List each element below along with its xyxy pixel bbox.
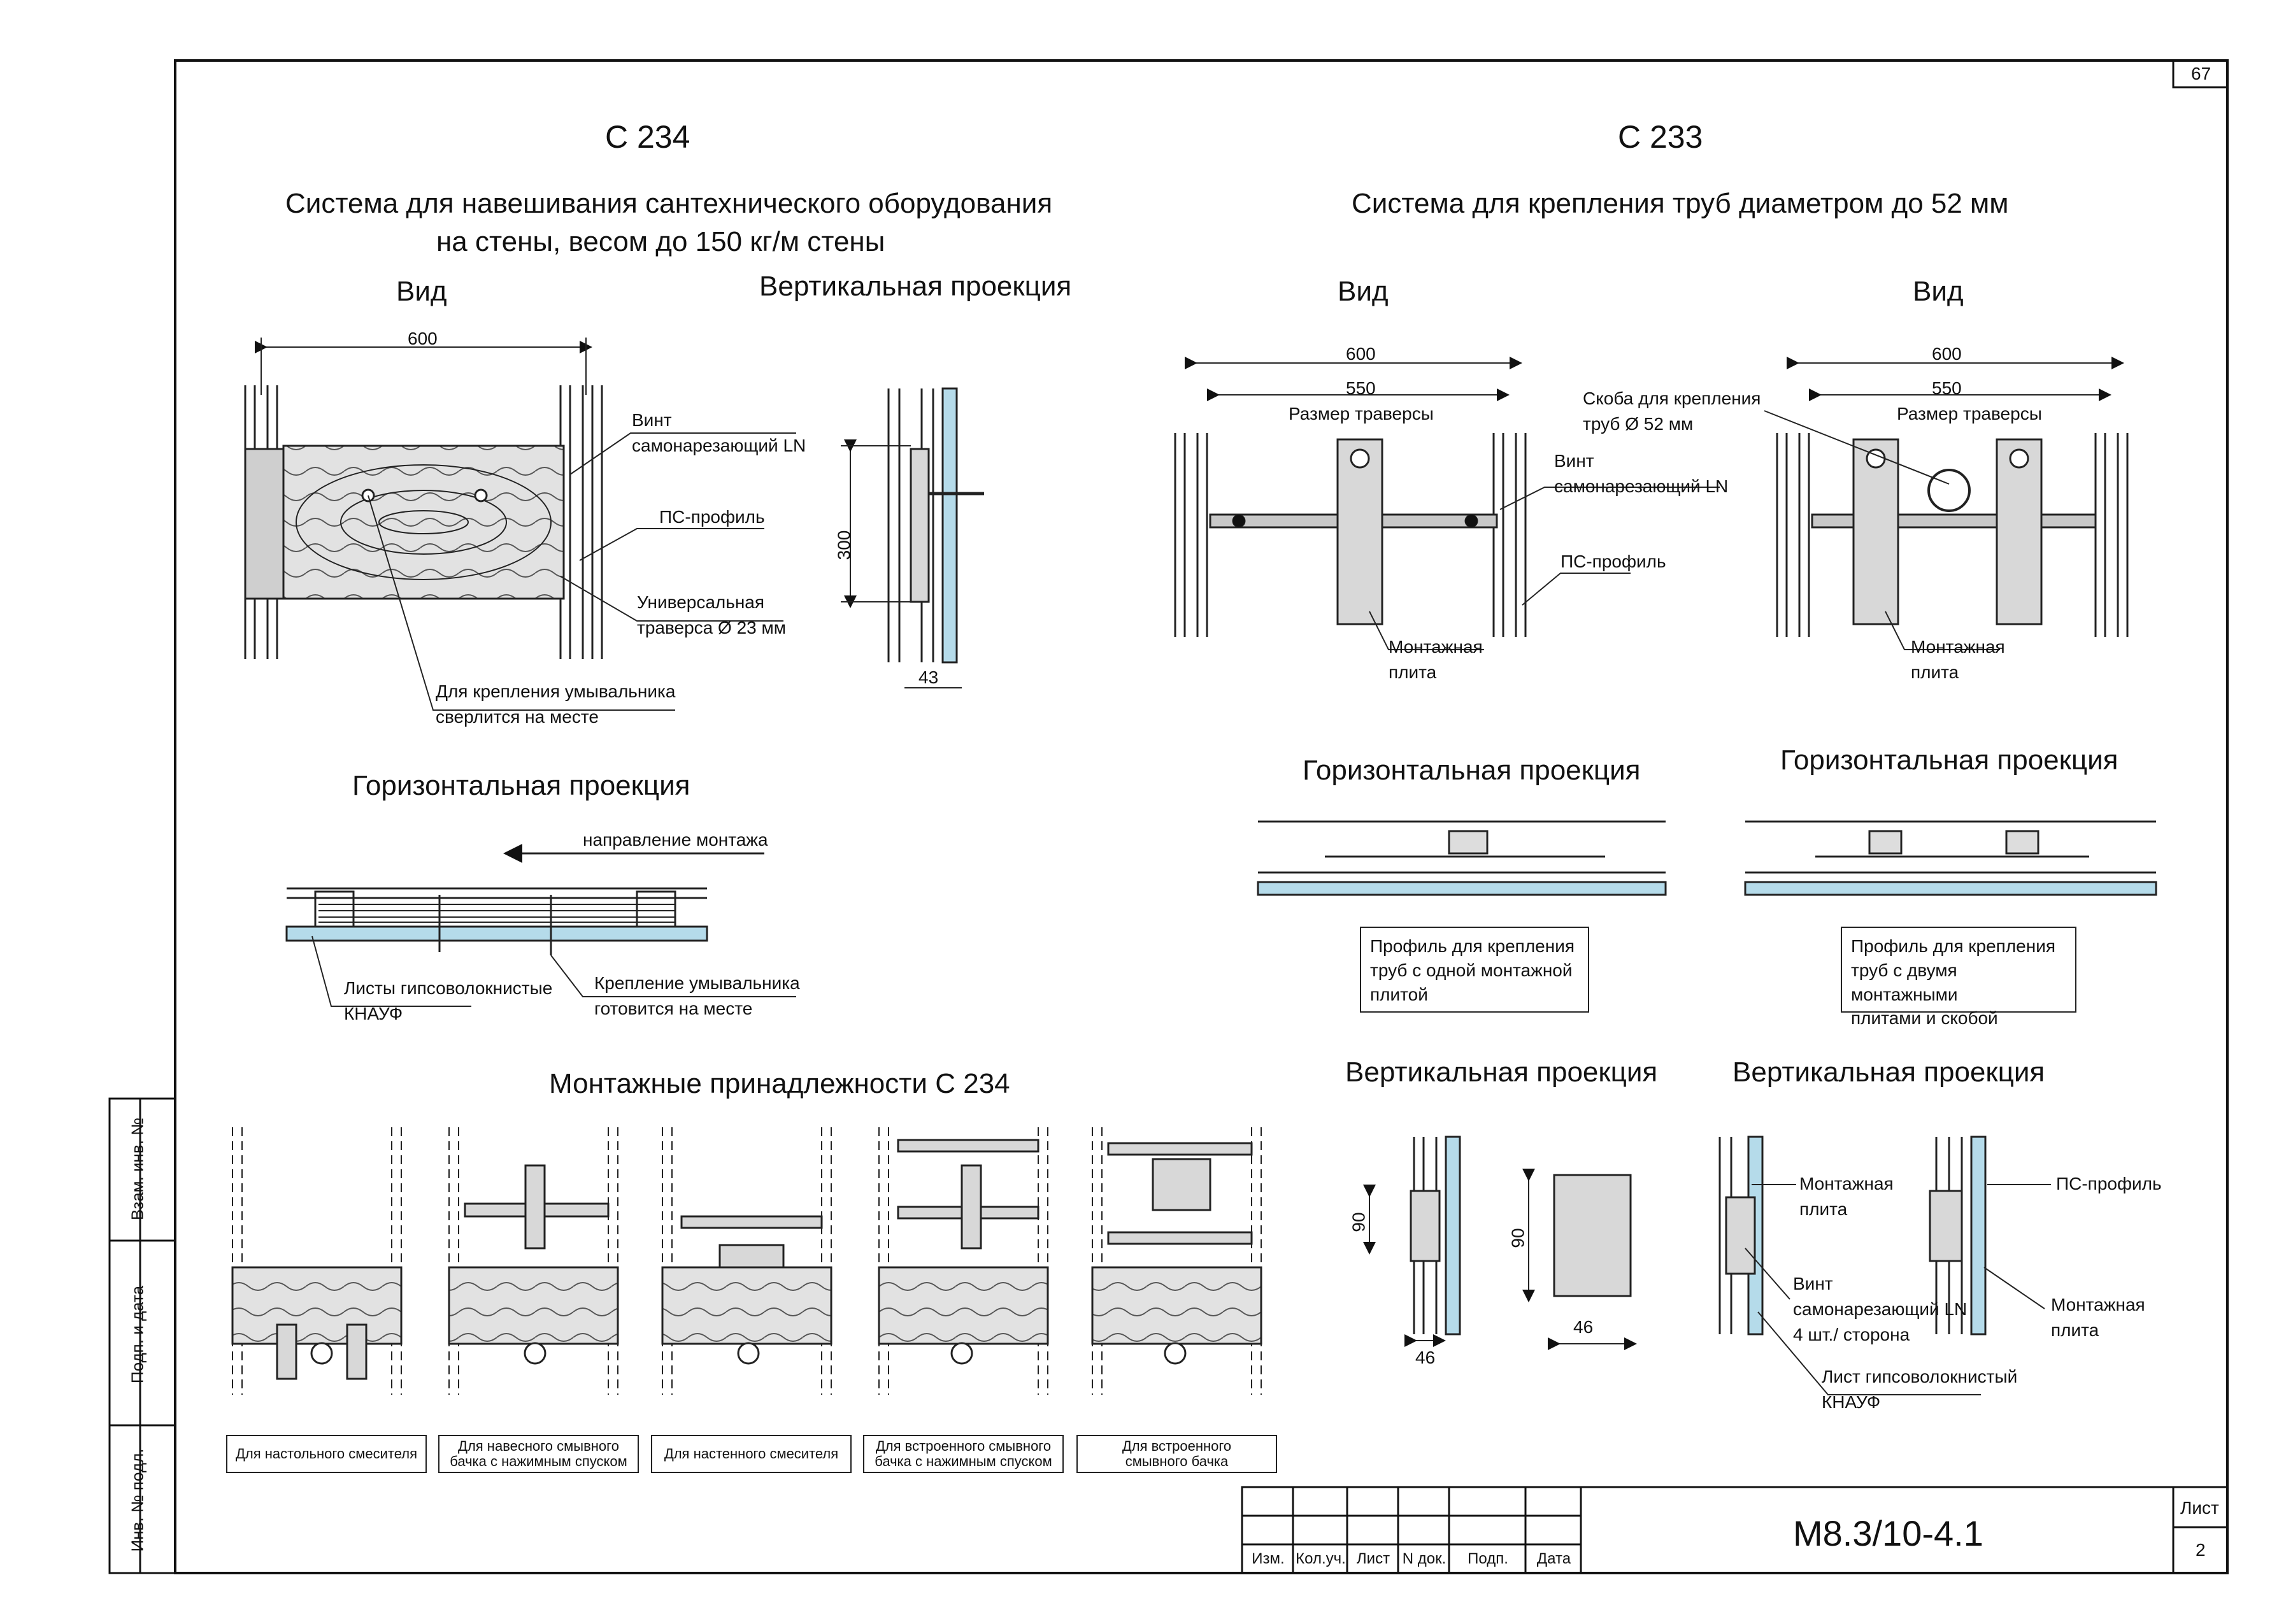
sheets-label-1: Листы гипсоволокнистые <box>344 978 553 998</box>
c234-view-drawing <box>244 338 796 711</box>
c233-v2-dim-550: 550 <box>1932 378 1962 398</box>
c234-view-title: Вид <box>396 276 447 307</box>
c233-v1-plate-1: Монтажная <box>1389 637 1483 657</box>
accessories-title: Монтажные принадлежности С 234 <box>549 1068 1010 1099</box>
page-number: 67 <box>2191 64 2211 83</box>
c233-dim-46-a: 46 <box>1415 1348 1436 1367</box>
c233-vp-plate-2: плита <box>1799 1199 1848 1219</box>
c233-horizontal-projections <box>1257 820 2157 896</box>
sheets-label-2: КНАУФ <box>344 1004 403 1023</box>
c234-label-basin-1: Для крепления умывальника <box>436 681 676 701</box>
drawing-code: М8.3/10-4.1 <box>1793 1513 1983 1553</box>
c234-label-traverse-2: траверса Ø 23 мм <box>637 618 787 637</box>
c234-vertical-title: Вертикальная проекция <box>759 271 1072 302</box>
c233-vertical-title-1: Вертикальная проекция <box>1345 1057 1658 1088</box>
stamp-replace-inv: Взам. инв. № <box>127 1117 147 1221</box>
c233-v2-traverse-size: Размер траверсы <box>1897 404 2042 424</box>
accessory-caption-5: Для встроенного смывного бачка <box>1076 1435 1277 1473</box>
tb-header-izm: Изм. <box>1252 1550 1285 1567</box>
c234-desc-2: на стены, весом до 150 кг/м стены <box>436 226 885 257</box>
c233-vp-plate-1: Монтажная <box>1799 1174 1894 1193</box>
sheet-frame <box>108 59 2229 1574</box>
accessory-caption-3: Для настенного смесителя <box>651 1435 852 1473</box>
c233-view-2-drawing <box>1764 357 2129 650</box>
c233-bracket-2: труб Ø 52 мм <box>1583 414 1694 434</box>
c234-dim-300: 300 <box>834 530 854 560</box>
c233-dim-90-b: 90 <box>1508 1228 1528 1248</box>
c233-v2-plate-1: Монтажная <box>1911 637 2005 657</box>
c233-vertical-title-2: Вертикальная проекция <box>1732 1057 2045 1088</box>
c233-bracket-1: Скоба для крепления <box>1583 388 1761 408</box>
c233-screw-2: самонарезающий LN <box>1554 476 1729 496</box>
tb-header-list: Лист <box>1356 1550 1390 1567</box>
c234-dim-43: 43 <box>918 667 939 687</box>
c233-vp-plate2-2: плита <box>2051 1320 2099 1340</box>
c234-label-traverse-1: Универсальная <box>637 592 765 612</box>
c234-label-screw-2: самонарезающий LN <box>632 436 806 455</box>
c233-v1-traverse-size: Размер траверсы <box>1289 404 1434 424</box>
c233-horizontal-title-2: Горизонтальная проекция <box>1780 744 2118 776</box>
tb-header-podp: Подп. <box>1468 1550 1508 1567</box>
stamp-sign-date: Подп. и дата <box>127 1285 147 1384</box>
c233-vp-sheet-2: КНАУФ <box>1822 1392 1881 1412</box>
c233-desc: Система для крепления труб диаметром до … <box>1352 188 2009 219</box>
list-value: 2 <box>2196 1540 2206 1560</box>
c233-v1-dim-600: 600 <box>1346 344 1376 364</box>
c234-title: С 234 <box>605 119 690 155</box>
c234-desc-1: Система для навешивания сантехнического … <box>285 188 1053 219</box>
c233-screw-1: Винт <box>1554 451 1594 471</box>
c233-title: С 233 <box>1618 119 1703 155</box>
c234-vertical-projection <box>841 387 984 688</box>
c233-vertical-projections <box>1363 1136 2051 1395</box>
stamp-orig-inv: Инв. № подл. <box>127 1448 147 1552</box>
c233-dim-90-a: 90 <box>1348 1212 1369 1232</box>
c233-vp-screw-1: Винт <box>1793 1274 1833 1293</box>
direction-label: направление монтажа <box>583 830 768 850</box>
c234-label-ps: ПС-профиль <box>659 507 765 527</box>
tb-header-ndok: N док. <box>1402 1550 1447 1567</box>
c234-label-basin-2: сверлится на месте <box>436 707 599 727</box>
accessory-caption-4: Для встроенного смывного бачка с нажимны… <box>863 1435 1064 1473</box>
c234-accessories <box>231 1127 1262 1395</box>
fixing-label-2: готовится на месте <box>594 999 753 1018</box>
c233-dim-46-b: 46 <box>1573 1317 1594 1337</box>
c233-vp-screw-2: самонарезающий LN <box>1793 1299 1968 1319</box>
title-block <box>1241 1486 2229 1574</box>
c233-v1-dim-550: 550 <box>1346 378 1376 398</box>
fixing-label-1: Крепление умывальника <box>594 973 800 993</box>
c234-horizontal-title: Горизонтальная проекция <box>352 770 690 801</box>
c233-horizontal-title-1: Горизонтальная проекция <box>1303 755 1641 786</box>
c233-vp-sheet-1: Лист гипсоволокнистый <box>1822 1367 2018 1386</box>
c234-label-screw-1: Винт <box>632 410 672 430</box>
c233-v1-plate-2: плита <box>1389 662 1437 682</box>
c233-vp-plate2-1: Монтажная <box>2051 1295 2145 1314</box>
c233-vp-ps: ПС-профиль <box>2056 1174 2162 1193</box>
c233-v2-plate-2: плита <box>1911 662 1959 682</box>
tb-header-data: Дата <box>1536 1550 1571 1567</box>
accessory-caption-2: Для навесного смывного бачка с нажимным … <box>438 1435 639 1473</box>
c233-view-title-1: Вид <box>1338 276 1389 307</box>
accessory-caption-1: Для настольного смесителя <box>226 1435 427 1473</box>
c233-view-1-drawing <box>1174 357 1720 650</box>
c233-view-title-2: Вид <box>1913 276 1964 307</box>
c233-vp-screw-3: 4 шт./ сторона <box>1793 1325 1910 1344</box>
c234-horizontal-projection <box>285 844 796 1007</box>
c234-dim-600: 600 <box>408 329 438 348</box>
list-label: Лист <box>2180 1498 2219 1518</box>
c233-ps: ПС-профиль <box>1561 552 1666 571</box>
tb-header-kol: Кол.уч. <box>1296 1550 1346 1567</box>
c233-v2-dim-600: 600 <box>1932 344 1962 364</box>
